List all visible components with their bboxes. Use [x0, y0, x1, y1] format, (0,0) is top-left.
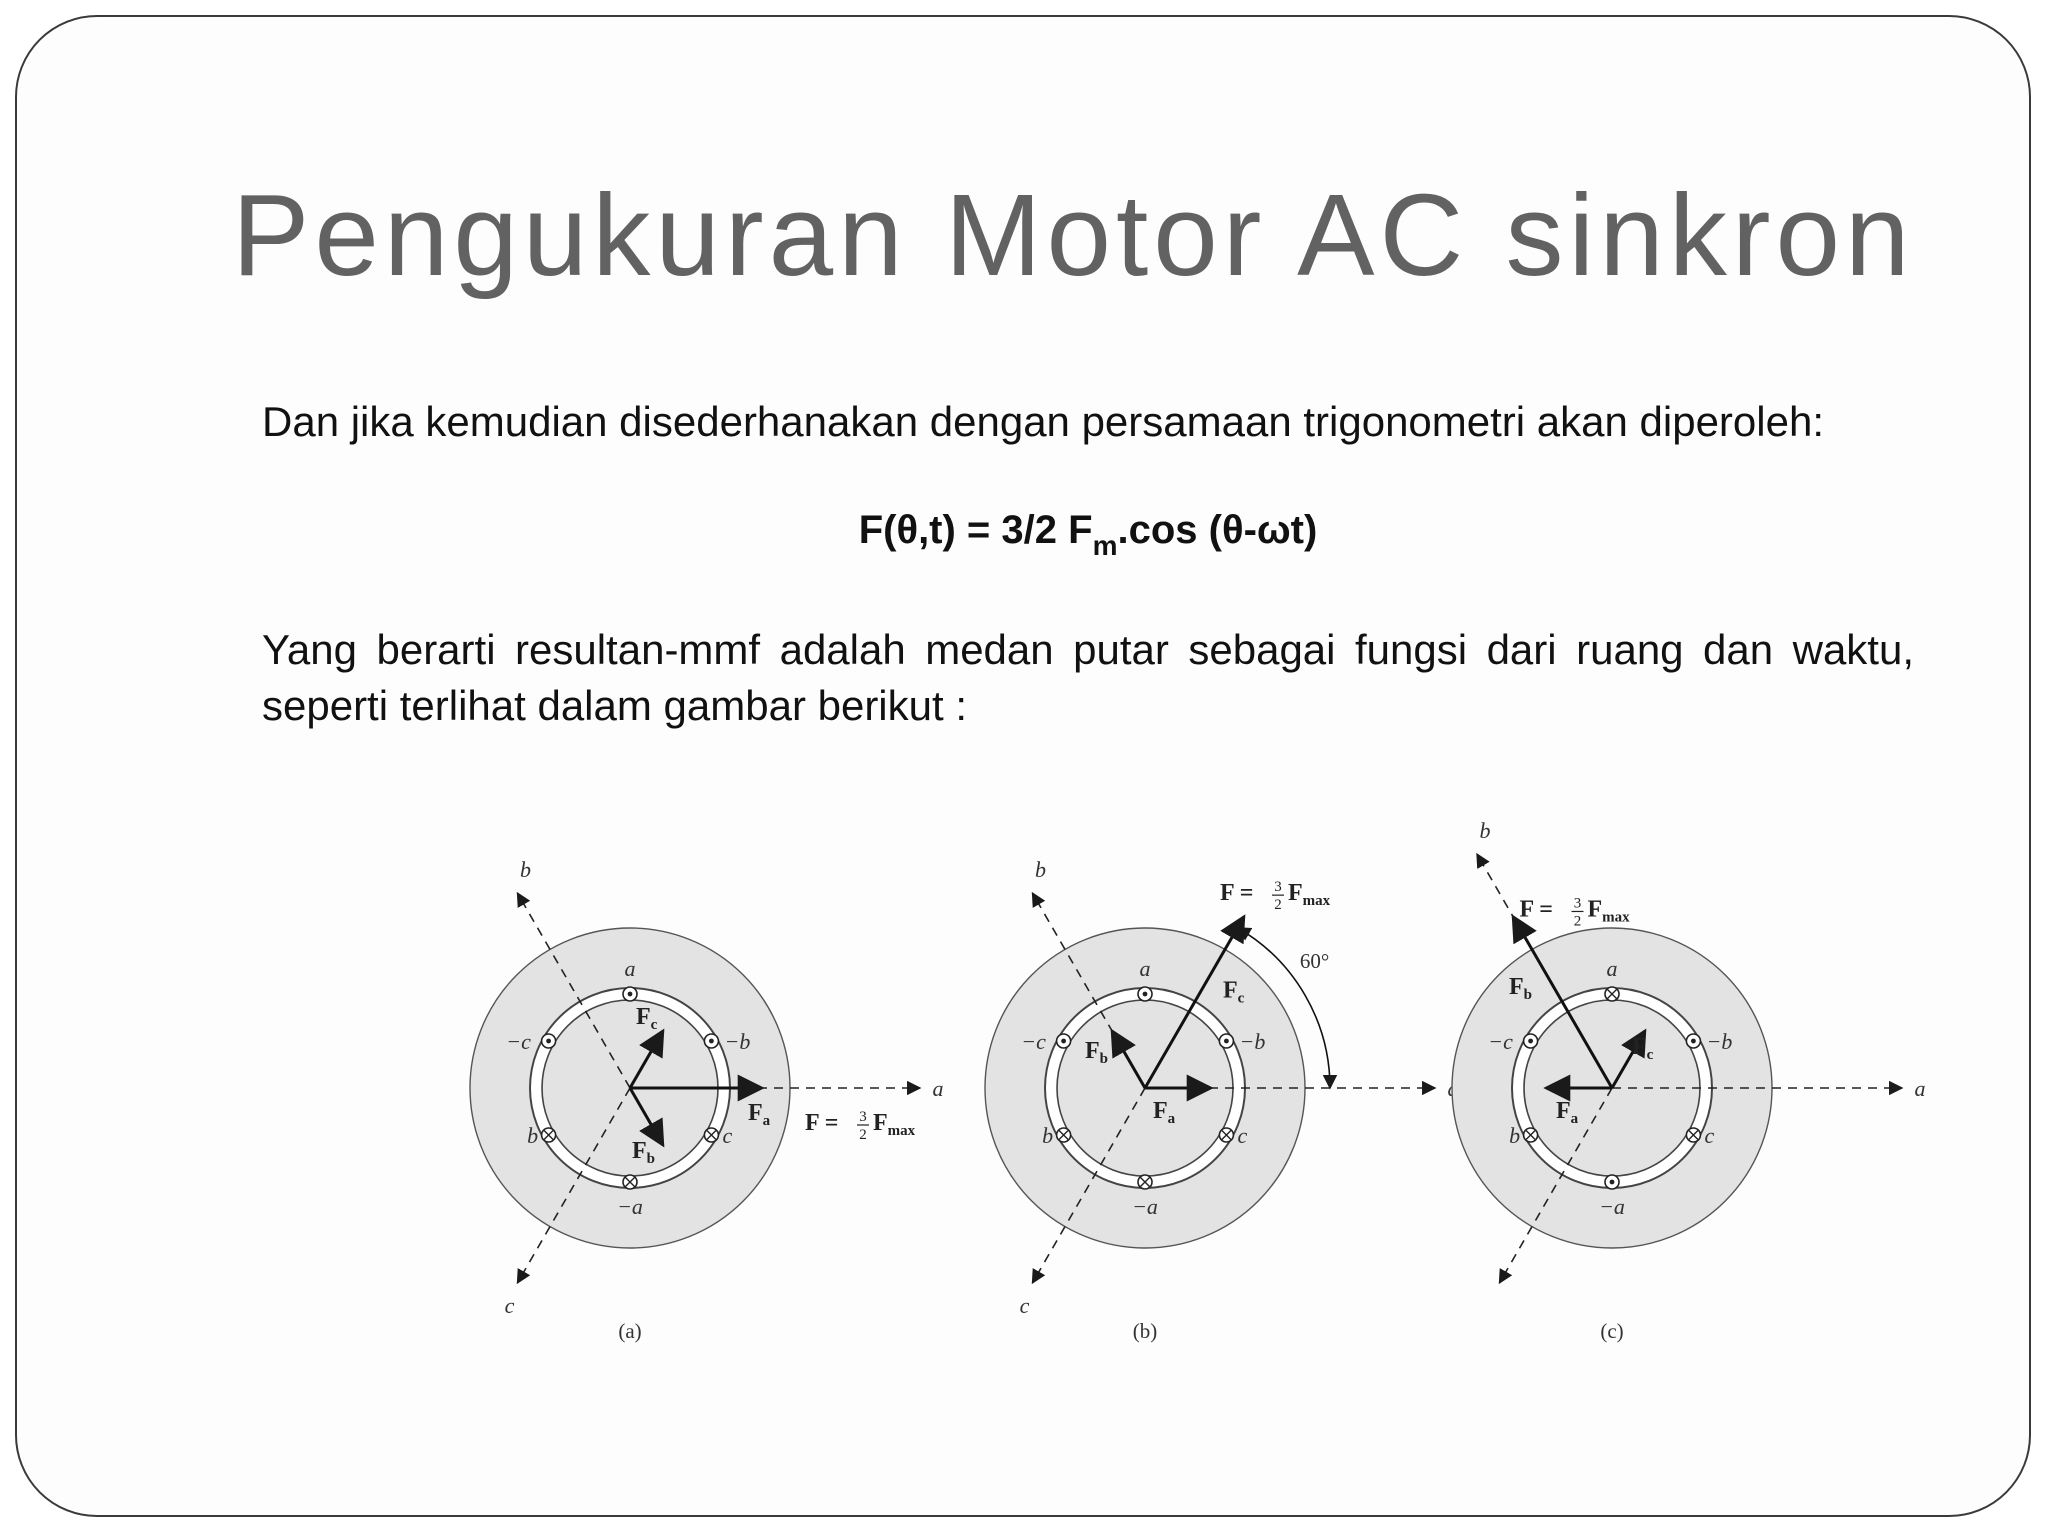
conductor-neg-a-cross	[1140, 1177, 1150, 1187]
paragraph-intro: Dan jika kemudian disederhanakan dengan …	[262, 398, 1824, 445]
vector-f-resultant	[1143, 914, 1246, 1089]
fraction-numerator: 3	[859, 1109, 867, 1125]
axis-c	[516, 1087, 631, 1285]
axis-a-label: a	[1915, 1076, 1926, 1101]
fraction-denominator: 2	[1574, 913, 1582, 929]
conductor-c-label: c	[723, 1123, 733, 1148]
equation-left: F(θ,t) = 3/2 F	[858, 508, 1093, 552]
axis-b-label: b	[1035, 857, 1046, 882]
resultant-vector: Fmax	[873, 1110, 916, 1139]
caption-a: (a)	[618, 1319, 641, 1343]
conductor-neg-b-center	[1224, 1038, 1229, 1044]
resultant-text: F =	[805, 1110, 838, 1136]
caption-c: (c)	[1600, 1319, 1623, 1343]
conductor-neg-b-center	[709, 1038, 714, 1044]
conductor-c-cross	[706, 1130, 717, 1140]
fraction-denominator: 2	[859, 1127, 867, 1143]
resultant-vector: Fmax	[1588, 896, 1631, 925]
resultant-vector: Fmax	[1288, 880, 1331, 909]
equation: F(θ,t) = 3/2 Fm.cos (θ-ωt)	[262, 508, 1914, 561]
conductor-neg-a-cross	[625, 1177, 635, 1187]
conductor-b-label: b	[1042, 1123, 1053, 1148]
page-title: Pengukuran Motor AC sinkron	[232, 170, 1915, 300]
fraction-denominator: 2	[1274, 897, 1282, 913]
conductor-neg-c-label: −c	[506, 1029, 531, 1054]
conductor-c-label: c	[1705, 1123, 1715, 1148]
slide-frame	[15, 15, 2031, 1517]
axis-b-label: b	[520, 857, 531, 882]
conductor-neg-b-label: −b	[1706, 1029, 1732, 1054]
axis-b-label: b	[1480, 818, 1491, 843]
resultant-label: F = 3 2 Fmax	[1220, 879, 1331, 913]
conductor-a-center	[627, 991, 633, 997]
conductor-neg-a-label: −a	[617, 1194, 643, 1219]
conductor-neg-b-label: −b	[1239, 1029, 1265, 1054]
conductor-c-cross	[1688, 1130, 1699, 1140]
axis-a-label: a	[933, 1076, 944, 1101]
resultant-label: F = 3 2 Fmax	[805, 1109, 916, 1143]
vector-f-resultant	[1511, 914, 1614, 1089]
conductor-a-label: a	[1607, 956, 1618, 981]
conductor-neg-a-label: −a	[1132, 1194, 1158, 1219]
conductor-b-cross	[1058, 1130, 1069, 1140]
conductor-b-label: b	[1509, 1123, 1520, 1148]
conductor-neg-b-center	[1691, 1038, 1696, 1044]
axis-c-label: c	[505, 1293, 515, 1318]
conductor-b-cross	[543, 1130, 554, 1140]
conductor-a-cross	[1607, 989, 1617, 999]
vector-fc	[628, 1028, 665, 1089]
conductor-neg-a-center	[1609, 1179, 1615, 1185]
resultant-text: F =	[1520, 896, 1553, 922]
axis-c-label: c	[1020, 1293, 1030, 1318]
axis-b	[516, 891, 631, 1089]
resultant-text: F =	[1220, 880, 1253, 906]
conductor-a-center	[1142, 991, 1148, 997]
equation-subscript: m	[1092, 530, 1118, 561]
conductor-neg-c-label: −c	[1488, 1029, 1513, 1054]
conductor-neg-b-label: −b	[724, 1029, 750, 1054]
equation-right: .cos (θ-ωt)	[1117, 508, 1318, 552]
conductor-a-label: a	[1140, 956, 1151, 981]
conductor-neg-a-label: −a	[1599, 1194, 1625, 1219]
angle-arc	[1236, 927, 1338, 1090]
fraction-numerator: 3	[1274, 879, 1282, 895]
angle-label: 60°	[1300, 949, 1329, 973]
conductor-c-label: c	[1238, 1123, 1248, 1148]
conductor-b-cross	[1525, 1130, 1536, 1140]
vector-fc	[1610, 1028, 1647, 1089]
resultant-label: F = 3 2 Fmax	[1520, 895, 1631, 929]
conductor-b-label: b	[527, 1123, 538, 1148]
axis-c	[1498, 1087, 1613, 1285]
paragraph-explanation: Yang berarti resultan-mmf adalah medan p…	[262, 626, 1914, 729]
vector-fb	[628, 1087, 665, 1148]
conductor-neg-c-center	[1061, 1038, 1066, 1044]
axis-c	[1031, 1087, 1146, 1285]
conductor-neg-c-label: −c	[1021, 1029, 1046, 1054]
conductor-neg-c-center	[1528, 1038, 1533, 1044]
fraction-numerator: 3	[1574, 895, 1582, 911]
conductor-neg-c-center	[546, 1038, 551, 1044]
caption-b: (b)	[1133, 1319, 1158, 1343]
conductor-c-cross	[1221, 1130, 1232, 1140]
conductor-a-label: a	[625, 956, 636, 981]
vector-fb	[1110, 1028, 1147, 1089]
